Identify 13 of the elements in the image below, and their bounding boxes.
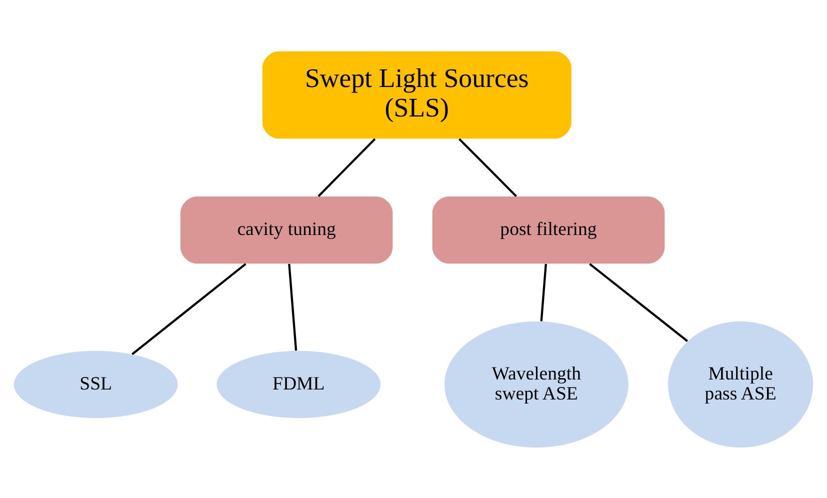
connector [589, 262, 688, 342]
connector [318, 138, 376, 196]
node-box: post filtering [432, 196, 665, 264]
node-box: cavity tuning [180, 196, 393, 264]
node-ellipse: FDML [216, 350, 381, 418]
node-ellipse: SSL [14, 350, 178, 418]
node-ellipse: Multiple pass ASE [668, 320, 814, 448]
node-box: Swept Light Sources (SLS) [262, 50, 572, 138]
connector [132, 262, 246, 355]
node-ellipse: Wavelength swept ASE [444, 320, 628, 448]
connector [288, 263, 298, 350]
connector [540, 263, 547, 321]
connector [458, 138, 517, 196]
